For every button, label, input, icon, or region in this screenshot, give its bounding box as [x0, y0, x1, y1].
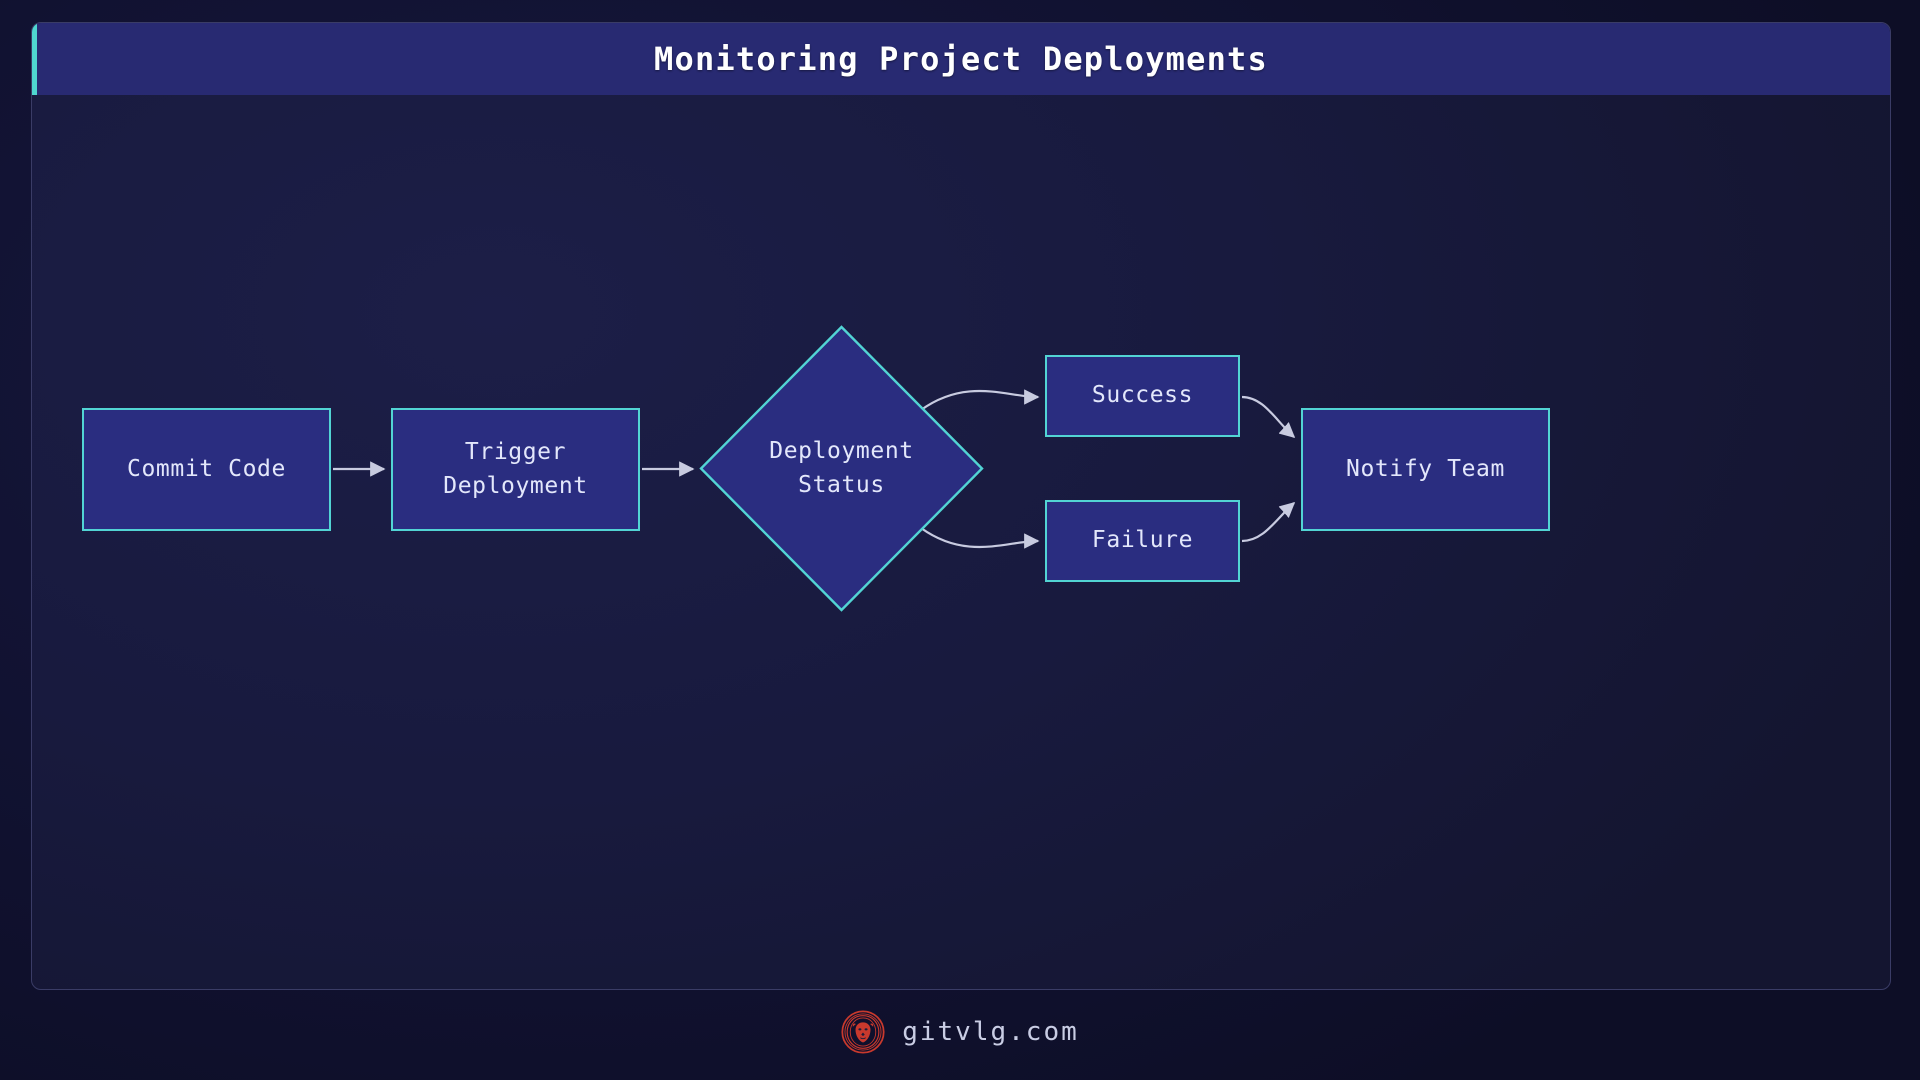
node-label: Success — [1091, 382, 1194, 409]
edge-success-to-notify — [1241, 395, 1296, 439]
diagram-card: Monitoring Project Deployments — [31, 22, 1891, 990]
flowchart-canvas: Commit Code Trigger Deployment Deploymen… — [32, 95, 1890, 989]
page-title: Monitoring Project Deployments — [654, 40, 1268, 78]
lion-emblem-icon — [841, 1010, 885, 1054]
node-label: Commit Code — [127, 455, 286, 482]
node-deployment-status[interactable]: Deployment Status — [698, 324, 985, 613]
diamond-shape-icon — [699, 325, 984, 612]
header-accent-bar — [32, 23, 37, 95]
node-failure[interactable]: Failure — [1045, 500, 1240, 582]
edge-failure-to-notify — [1241, 501, 1296, 543]
node-label: Trigger Deployment — [443, 439, 588, 499]
node-label: Deployment Status — [769, 438, 914, 498]
footer: gitvlg.com — [0, 1010, 1920, 1054]
node-commit-code[interactable]: Commit Code — [82, 408, 331, 531]
node-success[interactable]: Success — [1045, 355, 1240, 437]
node-trigger-deployment[interactable]: Trigger Deployment — [391, 408, 640, 531]
node-label: Notify Team — [1346, 455, 1505, 482]
footer-url: gitvlg.com — [902, 1017, 1079, 1047]
card-header: Monitoring Project Deployments — [32, 23, 1890, 95]
node-label: Failure — [1091, 527, 1194, 554]
node-notify-team[interactable]: Notify Team — [1301, 408, 1550, 531]
